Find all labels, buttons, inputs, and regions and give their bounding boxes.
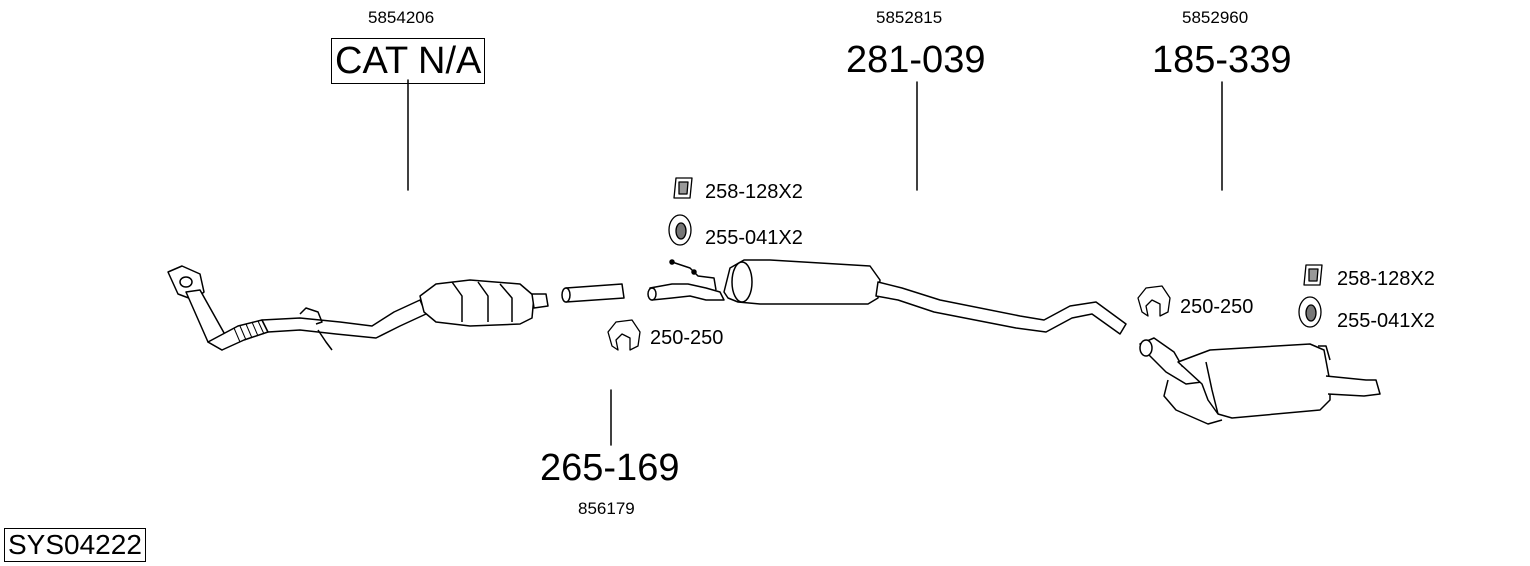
clamp-icon-rear [1137, 285, 1171, 317]
rear-oe-number: 5852960 [1182, 8, 1249, 27]
rubber-ring-icon-middle [668, 214, 692, 246]
middle-silencer-part [647, 259, 1127, 335]
rear-mount-label: 258-128X2 [1337, 268, 1435, 290]
rear-ring-label: 255-041X2 [1337, 310, 1435, 332]
front-pipe-oe-number: 856179 [578, 499, 635, 518]
middle-oe-number: 5852815 [876, 8, 943, 27]
rear-silencer-part [1139, 337, 1381, 425]
front-pipe-part [561, 283, 625, 303]
system-id-label: SYS04222 [4, 528, 146, 562]
front-pipe-part-code: 265-169 [540, 447, 680, 489]
middle-part-code: 281-039 [846, 39, 986, 81]
rear-clamp-label: 250-250 [1180, 296, 1254, 318]
catalytic-converter-part [167, 265, 549, 351]
middle-ring-label: 255-041X2 [705, 227, 803, 249]
rubber-ring-icon-rear [1298, 296, 1322, 328]
rear-part-code: 185-339 [1152, 39, 1292, 81]
mount-bracket-icon-middle [673, 177, 693, 199]
clamp-icon-front [607, 319, 641, 351]
mount-bracket-icon-rear [1303, 264, 1323, 286]
front-clamp-label: 250-250 [650, 327, 724, 349]
cat-part-code: CAT N/A [331, 38, 486, 84]
cat-oe-number: 5854206 [368, 8, 435, 27]
middle-mount-label: 258-128X2 [705, 181, 803, 203]
